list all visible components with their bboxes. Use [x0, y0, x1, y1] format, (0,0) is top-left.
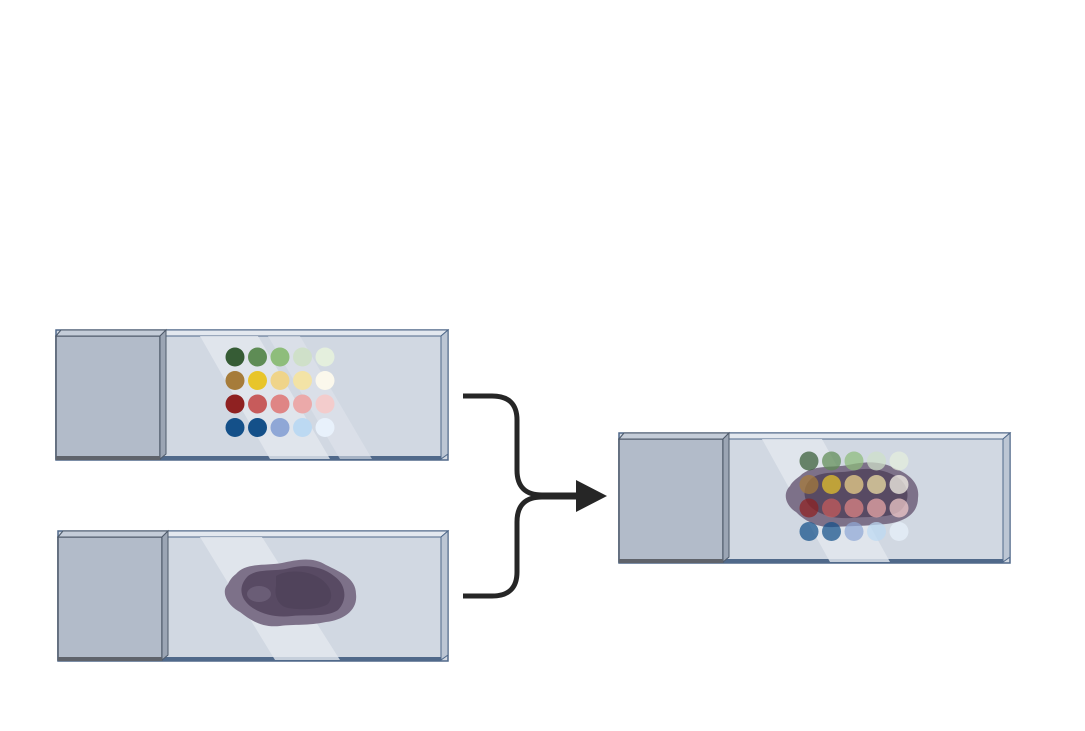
array-dot — [889, 522, 909, 541]
slide-right-edge — [440, 529, 449, 661]
array-dot — [293, 371, 312, 390]
array-dot — [799, 475, 819, 494]
tissue-section — [224, 559, 357, 627]
slide-bottom-edge — [619, 559, 1003, 563]
array-dot — [248, 371, 267, 390]
arrow-head-icon — [576, 480, 607, 512]
array-dot — [799, 522, 819, 541]
array-dot — [822, 451, 841, 471]
slide-bottom-edge — [56, 456, 441, 460]
array-dot — [867, 522, 886, 541]
array-dot — [889, 498, 909, 518]
array-dot — [315, 347, 335, 367]
array-dot — [225, 371, 245, 390]
slide-frosted-end — [54, 328, 168, 461]
array-dot — [225, 347, 245, 367]
array-dot — [293, 418, 312, 437]
array-dot — [270, 418, 290, 437]
array-dot — [844, 451, 864, 471]
array-dot — [844, 522, 864, 541]
lower-bracket — [463, 494, 580, 599]
array-dot — [844, 475, 864, 494]
merge-connector — [463, 393, 607, 599]
array-dot — [293, 347, 312, 367]
array-dot — [844, 498, 864, 518]
array-dot — [270, 371, 290, 390]
array-dot — [867, 475, 886, 494]
array-dot — [270, 394, 290, 414]
array-dot — [822, 522, 841, 541]
slide-right-edge — [440, 328, 449, 460]
slide-right-edge — [1002, 431, 1011, 563]
array-dot — [799, 451, 819, 471]
upper-bracket — [463, 393, 580, 498]
slide-frosted-end — [56, 529, 170, 662]
array-dot — [867, 451, 886, 471]
array-dot — [822, 498, 841, 518]
slide-frosted-end — [617, 431, 731, 564]
array-dot — [248, 418, 267, 437]
array-dot — [293, 394, 312, 414]
array-dot — [822, 475, 841, 494]
array-dot — [315, 371, 335, 390]
dot-array-overlay — [799, 451, 909, 541]
array-dot — [315, 418, 335, 437]
array-dot — [867, 498, 886, 518]
array-dot — [889, 451, 909, 471]
combined-slide — [617, 431, 1012, 564]
dot-array-slide — [54, 328, 450, 461]
array-dot — [315, 394, 335, 414]
array-dot — [225, 394, 245, 414]
array-dot — [799, 498, 819, 518]
array-dot — [248, 394, 267, 414]
dot-array — [225, 347, 335, 437]
array-dot — [270, 347, 290, 367]
tissue-slide — [56, 529, 450, 662]
array-dot — [225, 418, 245, 437]
array-dot — [889, 475, 909, 494]
array-dot — [248, 347, 267, 367]
slide-bottom-edge — [58, 657, 441, 661]
